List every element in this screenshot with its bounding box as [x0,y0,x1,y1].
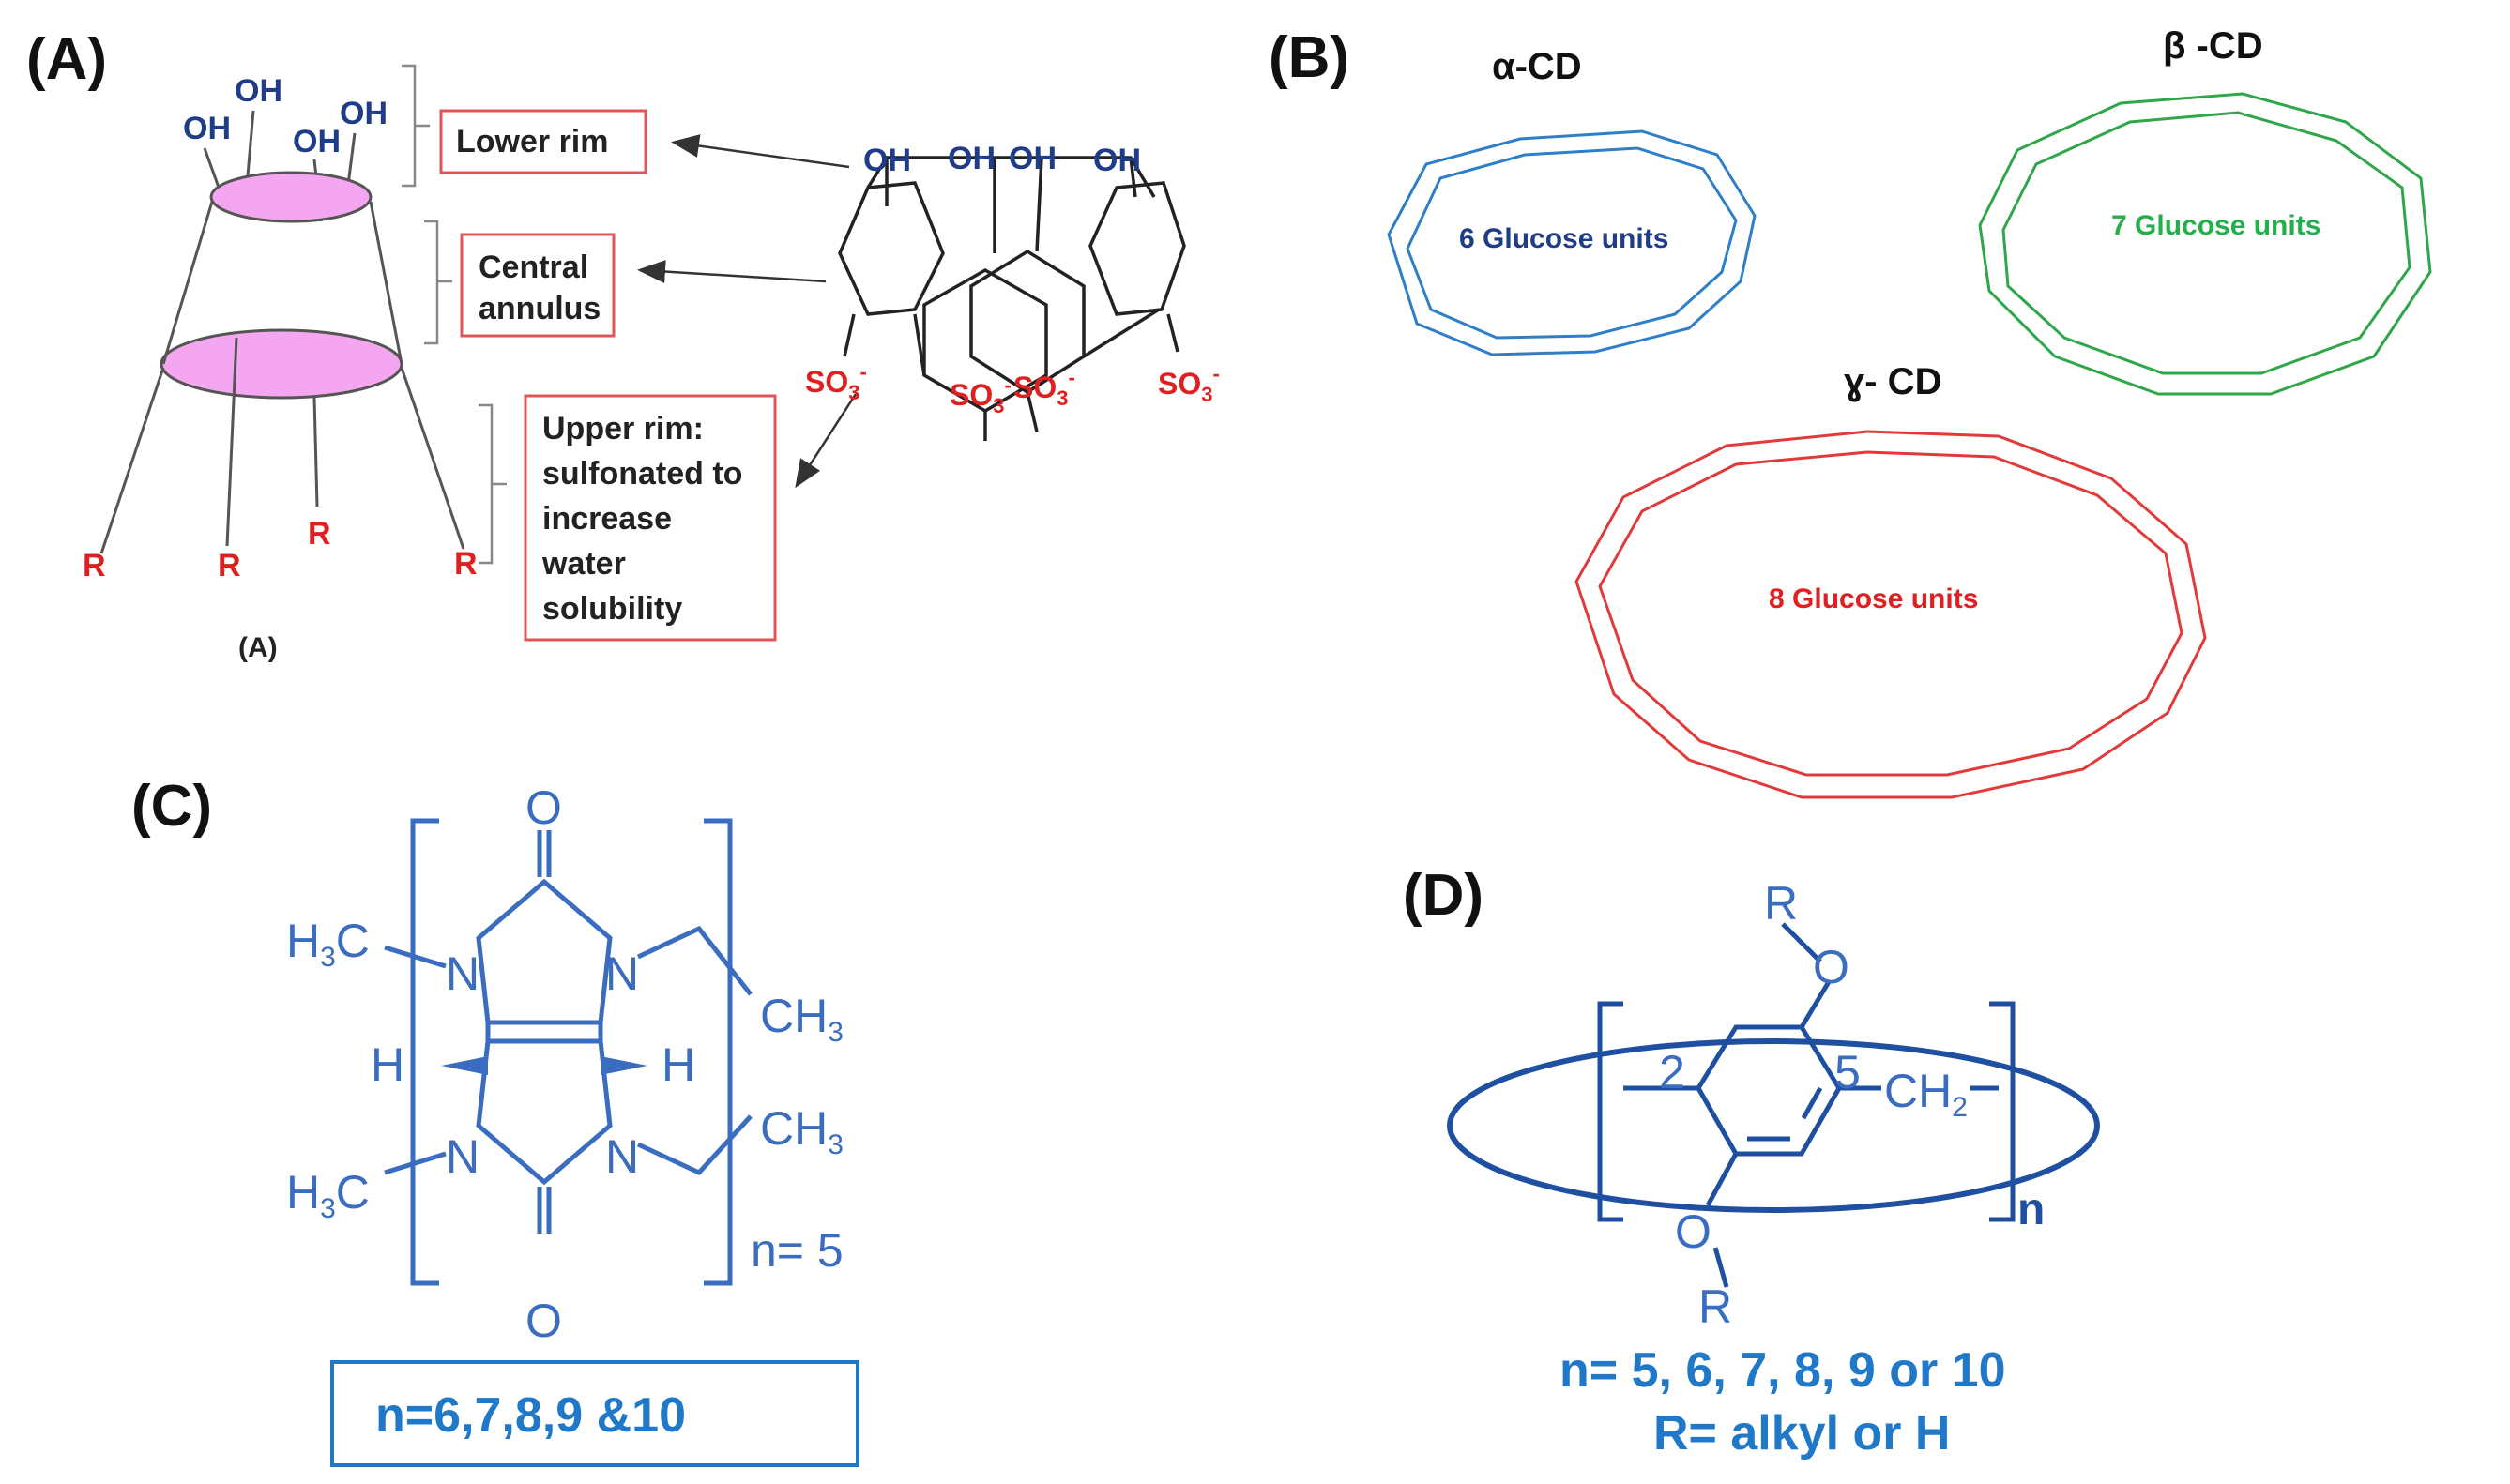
beta-cd-ring [1978,92,2432,396]
methyl-h3c-top: H3C [286,915,370,973]
carbonyl-o-top: O [525,781,562,834]
wedge-h-right [601,1056,647,1075]
calix-oh-2: OH [948,141,996,176]
cucurbituril-n-values: n=6,7,8,9 &10 [375,1388,686,1443]
rim-oh-2: OH [183,111,231,146]
pillar-r-bottom: R [1698,1280,1732,1333]
so3-label-2: SO3- [950,373,1012,417]
position-5-label: 5 [1834,1046,1861,1098]
h-atom-right: H [662,1038,695,1091]
r-group-2: R [218,548,241,583]
so3-charge: - [1212,362,1219,386]
alpha-cd-units: 6 Glucose units [1459,223,1668,254]
so3-charge: - [1068,366,1074,389]
panel-c: (C) O O N N N N H H H3C [131,774,859,1467]
upper-rim-line-5: solubility [542,591,682,627]
h-atom-left: H [371,1038,404,1091]
upper-rim-ellipse [160,328,403,400]
panel-d-label: (D) [1403,863,1483,928]
methylene-ch2: CH2 [1884,1065,1968,1123]
gamma-cd-title: ɣ- CD [1844,361,1941,402]
so3-label-4: SO3- [1158,362,1220,406]
n-atom-1: N [446,947,479,1000]
panel-d: (D) R O O R 2 5 CH2 n n= 5, 6, 7, 8, 9 o… [1403,863,2100,1461]
lower-rim-box [439,109,647,174]
upper-rim-line-2: sulfonated to [542,456,742,492]
central-annulus-line-1: Central [479,250,588,285]
calix-oh-1: OH [863,143,911,178]
gamma-cd-units: 8 Glucose units [1769,583,1978,614]
so3-subscript: 3 [1057,386,1068,410]
region-brackets [402,64,507,565]
callout-arrows [637,134,858,489]
position-2-label: 2 [1659,1046,1685,1098]
pillar-n-subscript: n [2017,1185,2045,1234]
panel-b-label: (B) [1269,25,1349,90]
lower-rim-ellipse [209,171,373,223]
pillar-r-top: R [1764,877,1798,930]
r-group-1: R [83,548,106,583]
alpha-cd-ring [1387,129,1757,356]
pillararene-structure [1447,922,2100,1288]
rim-oh-4: OH [293,124,341,159]
central-annulus-box [460,233,616,338]
methyl-ch3-bottom: CH3 [760,1102,844,1160]
upper-rim-line-3: increase [542,501,672,537]
pillar-o-bottom: O [1675,1205,1711,1258]
upper-rim-line-4: water [541,546,626,582]
n-atom-3: N [446,1130,479,1183]
central-annulus-line-2: annulus [479,291,601,326]
calix-oh-4: OH [1093,143,1141,178]
n-equals-5-label: n= 5 [751,1224,844,1277]
cone-lines [99,201,465,554]
panel-c-label: (C) [131,774,212,839]
r-group-3: R [308,516,331,552]
so3-label-3: SO3- [1013,366,1075,410]
so3-subscript: 3 [993,394,1004,417]
n-atom-4: N [605,1130,639,1183]
sulfonate-labels: SO3- SO3- SO3- SO3- [805,360,1220,417]
calix-oh-3: OH [1009,141,1057,176]
lower-rim-label: Lower rim [456,124,608,159]
methyl-ch3-top: CH3 [760,990,844,1048]
upper-rim-box [524,394,777,642]
wedge-h-left [441,1056,488,1075]
so3-charge: - [859,360,866,384]
n-atom-2: N [605,947,639,1000]
beta-cd-title: β -CD [2163,25,2263,67]
carbonyl-o-bottom: O [525,1295,562,1347]
alpha-cd-title: α-CD [1492,46,1582,87]
pillararene-n-values: n= 5, 6, 7, 8, 9 or 10 [1559,1343,2006,1398]
methyl-h3c-bottom: H3C [286,1166,370,1224]
cucurbituril-n-box [330,1360,859,1467]
cucurbituril-structure [384,818,753,1286]
so3-subscript: 3 [848,381,859,404]
panel-a-subcaption: (A) [238,632,278,663]
rim-oh-3: OH [340,96,388,131]
rim-oh-1: OH [235,73,282,109]
pillararene-r-values: R= alkyl or H [1653,1406,1950,1461]
panel-a-label: (A) [26,27,107,92]
panel-b: (B) α-CD 6 Glucose units β -CD 7 Glucose… [1269,25,2432,799]
so3-charge: - [1004,373,1011,397]
panel-a: (A) OH OH OH OH R R R R [26,27,1220,663]
sulfonated-calixarene-structure [838,156,1186,441]
so3-label-1: SO3- [805,360,867,404]
r-group-4: R [454,546,478,582]
so3-subscript: 3 [1201,383,1212,406]
beta-cd-units: 7 Glucose units [2111,210,2320,241]
upper-rim-line-1: Upper rim: [542,411,704,447]
pillar-o-top: O [1813,941,1849,993]
gamma-cd-ring [1574,430,2207,799]
